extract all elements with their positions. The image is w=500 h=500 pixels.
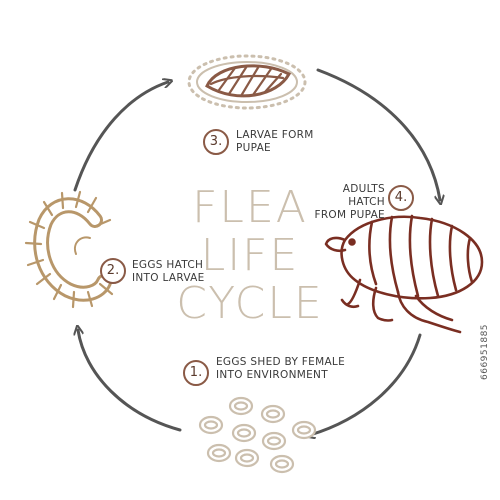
egg-cluster-icon bbox=[198, 396, 317, 474]
stage-1-line-1: EGGS SHED BY FEMALE bbox=[216, 356, 346, 368]
title-line-1: FLEA bbox=[192, 182, 308, 233]
arrow-adult-to-eggs bbox=[310, 333, 422, 435]
flea-icon bbox=[324, 214, 484, 334]
stage-4-line-1: ADULTS HATCH bbox=[342, 183, 385, 208]
larva-icon bbox=[24, 190, 114, 309]
cycle-arrow-icon bbox=[73, 68, 440, 435]
stage-2-line-2: INTO LARVAE bbox=[132, 272, 205, 284]
stage-4-line-2: FROM PUPAE bbox=[314, 209, 385, 221]
stage-1-line-2: INTO ENVIRONMENT bbox=[216, 369, 328, 381]
title-line-3: CYCLE bbox=[176, 278, 324, 329]
arrow-eggs-to-larvae bbox=[78, 330, 182, 432]
stage-2-line-1: EGGS HATCH bbox=[132, 259, 204, 271]
stage-4-number: 4. bbox=[388, 185, 414, 211]
stock-id: 666951885 bbox=[480, 323, 490, 380]
stage-3-label: LARVAE FORM PUPAE bbox=[236, 129, 314, 155]
title-line-2: LIFE bbox=[200, 230, 300, 281]
stage-2-label: EGGS HATCH INTO LARVAE bbox=[132, 259, 205, 285]
stage-3-number: 3. bbox=[203, 129, 229, 155]
stage-3-line-1: LARVAE FORM bbox=[236, 129, 314, 141]
stage-4-label: ADULTS HATCH FROM PUPAE bbox=[313, 183, 385, 222]
pupa-icon bbox=[187, 54, 307, 110]
arrow-larvae-to-pupae bbox=[73, 82, 168, 192]
stage-3-line-2: PUPAE bbox=[236, 142, 271, 154]
arrow-pupae-to-adult bbox=[316, 68, 440, 200]
stage-2-number: 2. bbox=[100, 258, 126, 284]
stage-1-label: EGGS SHED BY FEMALE INTO ENVIRONMENT bbox=[216, 356, 345, 382]
stage-1-number: 1. bbox=[183, 360, 209, 386]
